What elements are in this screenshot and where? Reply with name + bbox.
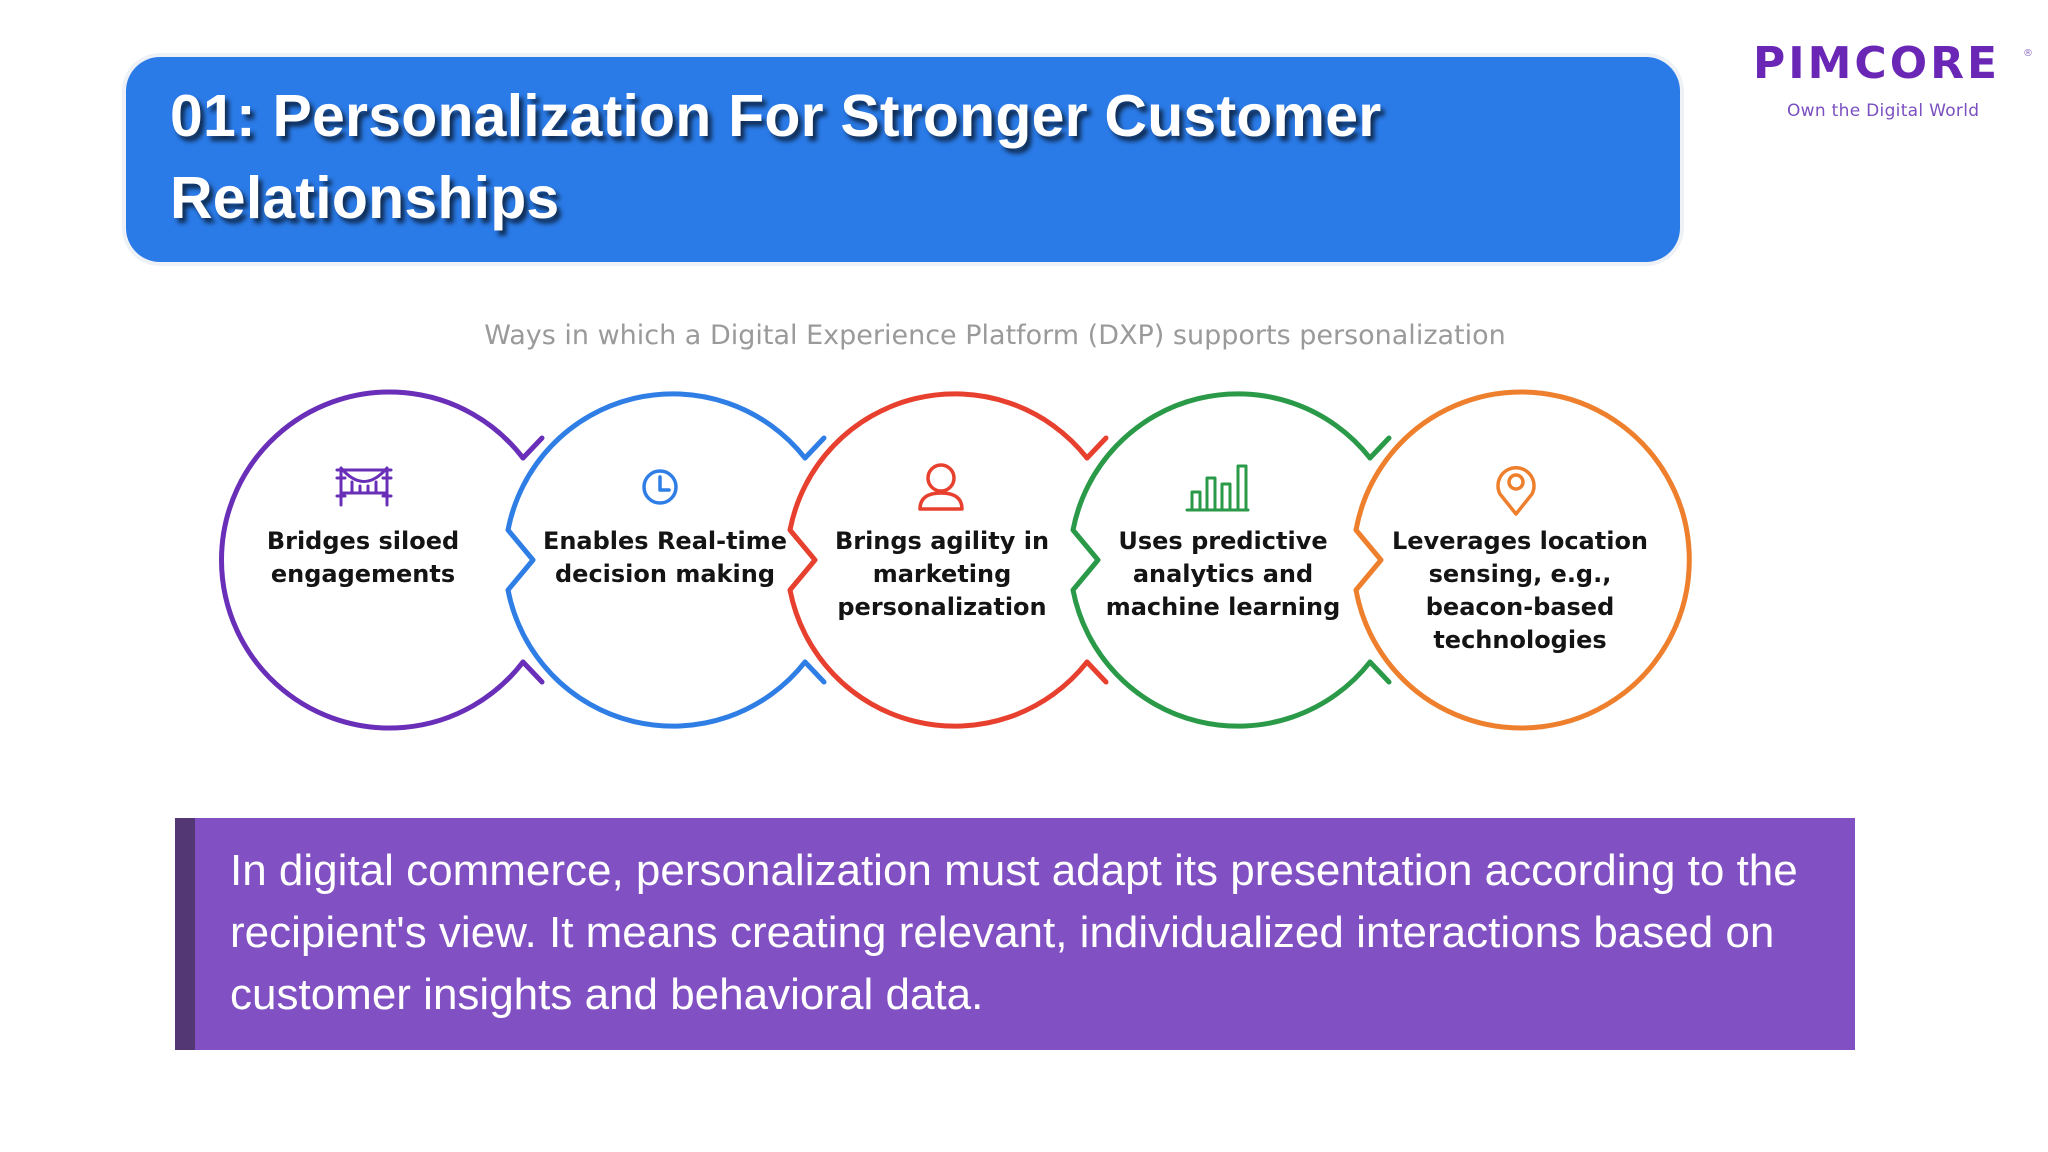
step-label-predictive: Uses predictive analytics and machine le… — [1105, 527, 1341, 621]
circle-2-outline — [505, 391, 827, 729]
diagram-caption: Ways in which a Digital Experience Platf… — [484, 320, 1506, 351]
step-label-realtime: Enables Real-time decision making — [542, 527, 788, 588]
callout-accent-bar — [175, 818, 195, 1050]
step-label-location: Leverages location sensing, e.g., beacon… — [1391, 527, 1649, 654]
circle-3-outline — [787, 391, 1109, 729]
callout-text: In digital commerce, personalization mus… — [230, 846, 1798, 1019]
logo-wordmark: PIMCORE — [1753, 38, 2001, 89]
registered-mark: ® — [2023, 48, 2033, 59]
step-label-agility: Brings agility in marketing personalizat… — [834, 527, 1050, 621]
circle-5-outline — [1353, 389, 1692, 731]
pimcore-logo: PIMCORE ® Own the Digital World — [1745, 38, 2035, 128]
circle-1-outline — [219, 389, 545, 731]
page-title: 01: Personalization For Stronger Custome… — [170, 83, 1382, 231]
summary-callout: In digital commerce, personalization mus… — [175, 818, 1855, 1050]
clock-icon — [642, 469, 678, 505]
user-icon — [918, 463, 964, 511]
bar-chart-icon — [1185, 464, 1250, 512]
step-label-bridges: Bridges siloed engagements — [266, 527, 460, 588]
circle-4-outline — [1070, 391, 1392, 729]
bridge-icon — [335, 466, 393, 507]
location-pin-icon — [1496, 466, 1536, 516]
title-banner: 01: Personalization For Stronger Custome… — [126, 57, 1680, 262]
logo-tagline: Own the Digital World — [1787, 101, 1980, 121]
